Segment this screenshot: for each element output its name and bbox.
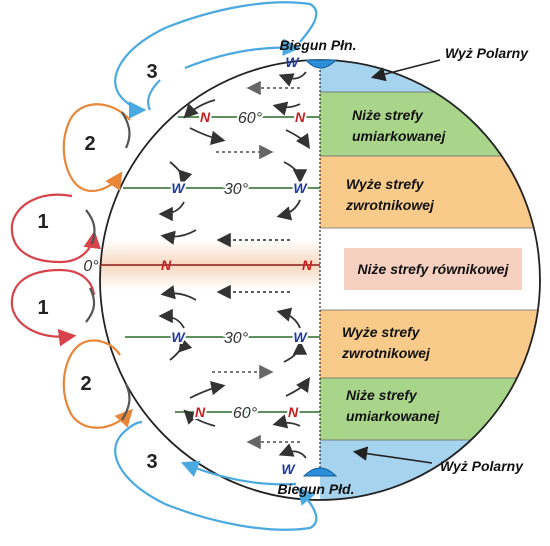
zone-label-subtropical-south-line1: Wyże strefy bbox=[342, 324, 421, 340]
equatorial-low-box bbox=[344, 248, 522, 290]
high-marker-south-pole: W bbox=[281, 461, 296, 477]
zone-label-temperate-south-line1: Niże strefy bbox=[346, 387, 418, 403]
lat30-south-label: 30° bbox=[224, 330, 249, 347]
south-pole-label: Biegun Płd. bbox=[278, 481, 355, 497]
low-marker-60n-left: N bbox=[200, 109, 211, 125]
cell-number-north-polar: 3 bbox=[146, 61, 157, 83]
low-marker-60s-right: N bbox=[288, 404, 299, 420]
zone-label-temperate-south-line2: umiarkowanej bbox=[346, 408, 440, 424]
zone-label-subtropical-north-line2: zwrotnikowej bbox=[345, 197, 435, 213]
high-marker-30s-right: W bbox=[293, 329, 308, 345]
zone-label-subtropical-north-line1: Wyże strefy bbox=[346, 176, 425, 192]
cell-loop-north-hadley bbox=[10, 193, 101, 264]
cell-number-south-hadley: 1 bbox=[37, 297, 48, 319]
high-marker-30n-right: W bbox=[293, 180, 308, 196]
band-temperate-north bbox=[320, 92, 540, 156]
lat60-south-label: 60° bbox=[233, 405, 258, 422]
band-subtropical-south bbox=[320, 310, 540, 378]
zone-label-polar-high-north: Wyż Polarny bbox=[445, 45, 529, 61]
high-marker-30n-left: W bbox=[171, 180, 186, 196]
lat60-north-label: 60° bbox=[238, 110, 263, 127]
equator-label: 0° bbox=[83, 258, 99, 275]
zone-label-subtropical-south-line2: zwrotnikowej bbox=[341, 345, 431, 361]
north-pole-label: Biegun Płn. bbox=[280, 37, 357, 53]
south-pole-cap bbox=[302, 467, 338, 477]
high-marker-north-pole: W bbox=[285, 54, 300, 70]
cell-loop-south-ferrel bbox=[62, 339, 133, 429]
cell-loop-north-polar bbox=[114, 1, 318, 119]
circulation-cells bbox=[10, 1, 318, 531]
pressure-markers: W N N W W N N W W N N W bbox=[161, 54, 313, 477]
surface-wind-arrows bbox=[158, 71, 310, 459]
low-marker-60s-left: N bbox=[195, 404, 206, 420]
cell-loop-south-hadley bbox=[10, 268, 96, 347]
pointer-arrow-polar-north bbox=[370, 59, 441, 82]
high-marker-30s-left: W bbox=[171, 329, 186, 345]
zone-label-polar-high-south: Wyż Polarny bbox=[440, 458, 524, 474]
latitude-lines bbox=[100, 116, 320, 413]
pointer-arrow-polar-south bbox=[352, 446, 433, 464]
cell-loop-south-polar bbox=[114, 420, 318, 531]
zone-label-temperate-north-line2: umiarkowanej bbox=[352, 128, 446, 144]
cell-number-south-polar: 3 bbox=[146, 451, 157, 473]
north-pole-cap bbox=[304, 59, 338, 69]
low-marker-equator-left: N bbox=[161, 257, 172, 273]
cell-number-north-hadley: 1 bbox=[37, 211, 48, 233]
cell-number-north-ferrel: 2 bbox=[84, 133, 95, 155]
low-marker-60n-right: N bbox=[295, 109, 306, 125]
cell-number-south-ferrel: 2 bbox=[80, 373, 91, 395]
band-subtropical-north bbox=[320, 156, 540, 228]
zone-label-equatorial-low: Niże strefy równikowej bbox=[358, 261, 510, 277]
lat30-north-label: 30° bbox=[224, 181, 249, 198]
dashed-wind-arrows bbox=[212, 80, 300, 450]
cell-loop-north-ferrel bbox=[62, 103, 131, 192]
low-marker-equator-right: N bbox=[302, 257, 313, 273]
zone-label-temperate-north-line1: Niże strefy bbox=[352, 107, 424, 123]
